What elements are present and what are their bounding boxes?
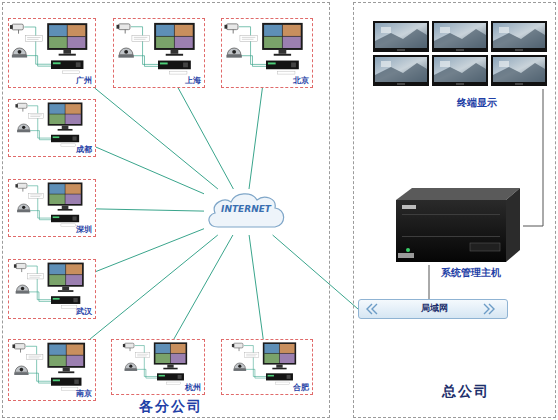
network-link — [249, 88, 262, 189]
node-label: 南京 — [76, 390, 92, 399]
node-label: 北京 — [293, 77, 309, 86]
network-link — [429, 265, 430, 299]
network-link — [95, 88, 218, 189]
network-link — [90, 235, 218, 339]
head-office-region: 总公司 终端显示系统管理主机局域网 — [353, 2, 556, 418]
node-label: 总公司 — [442, 384, 490, 399]
node-label: 杭州 — [185, 384, 201, 393]
node-label: 各分公司 — [139, 399, 203, 414]
node-label: 广州 — [76, 77, 92, 86]
branch-office: 杭州 — [111, 339, 205, 395]
node-label: 成都 — [76, 146, 92, 155]
branch-office: 成都 — [8, 99, 96, 157]
network-link — [523, 89, 543, 226]
network-link — [96, 147, 204, 194]
node-label: 上海 — [185, 77, 201, 86]
branch-office: 深圳 — [8, 179, 96, 237]
branch-office: 广州 — [8, 18, 96, 88]
network-link — [174, 235, 233, 339]
network-link — [249, 235, 263, 339]
branch-region: 各分公司 广州 上海 北京成都深圳武汉南京 杭州 合肥 INTERNET — [2, 2, 330, 418]
node-label: 合肥 — [293, 384, 309, 393]
network-link — [96, 209, 204, 211]
network-link — [178, 88, 233, 189]
network-link — [96, 229, 204, 272]
lan-bar: 局域网 — [358, 299, 508, 319]
node-label: 局域网 — [359, 304, 509, 314]
management-server: 系统管理主机 — [395, 187, 523, 265]
node-label: INTERNET — [204, 205, 288, 215]
branch-office: 北京 — [221, 18, 313, 88]
node-label: 系统管理主机 — [441, 267, 501, 278]
node-label: 武汉 — [76, 308, 92, 317]
internet-cloud: INTERNET — [204, 189, 288, 235]
node-label: 深圳 — [76, 226, 92, 235]
branch-office: 武汉 — [8, 259, 96, 319]
branch-office: 上海 — [113, 18, 205, 88]
branch-office: 南京 — [8, 339, 96, 401]
network-link — [273, 235, 358, 309]
branch-office: 合肥 — [221, 339, 313, 395]
display-wall: 终端显示 — [373, 21, 549, 89]
node-label: 终端显示 — [457, 97, 497, 108]
